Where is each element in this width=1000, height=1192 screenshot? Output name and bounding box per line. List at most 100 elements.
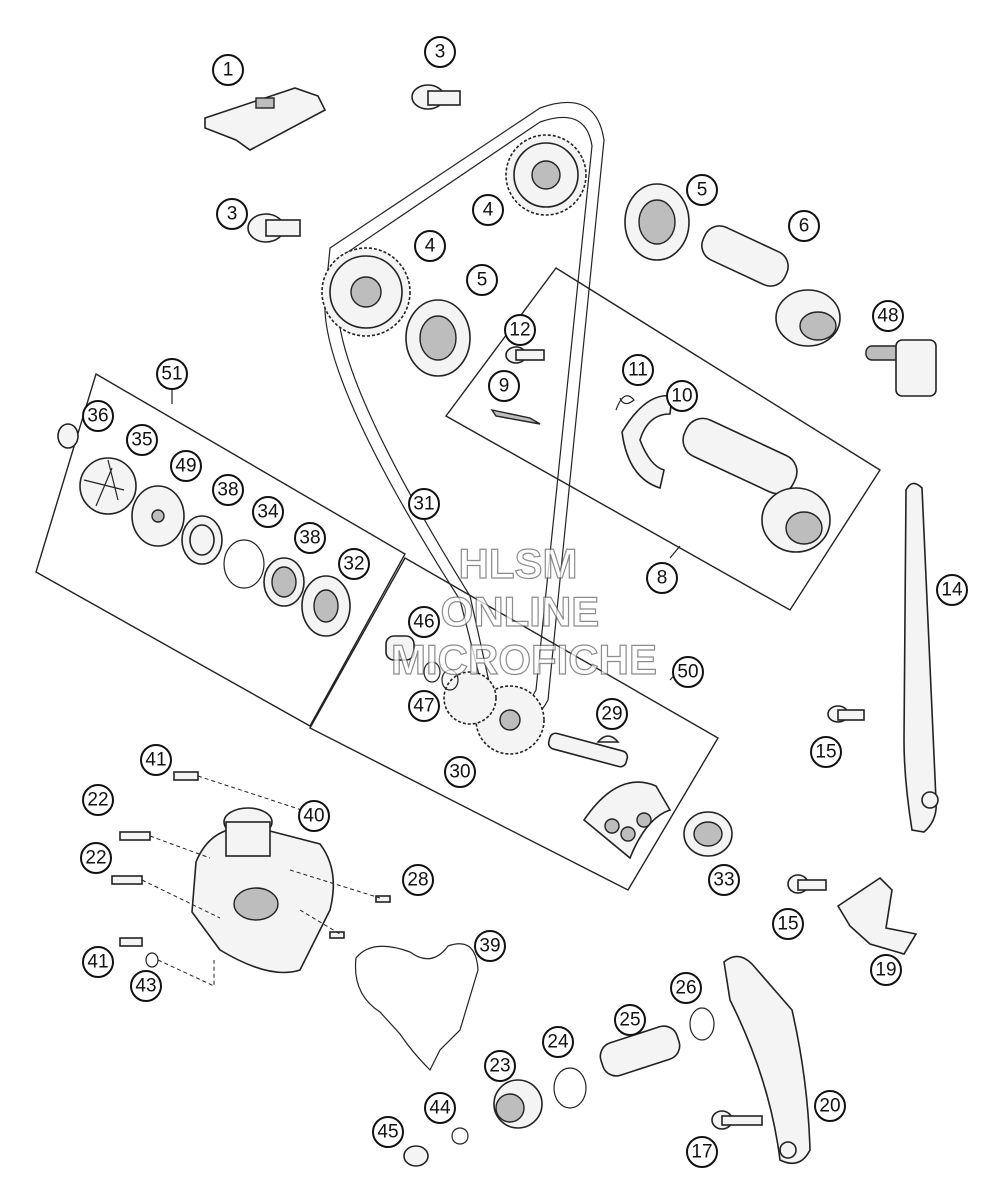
svg-text:8: 8 <box>657 568 668 589</box>
svg-text:9: 9 <box>499 376 510 397</box>
chain-guide-14 <box>903 482 939 833</box>
o-ring-44 <box>451 1127 469 1145</box>
svg-text:4: 4 <box>483 200 494 221</box>
crankshaft-sprocket <box>443 671 545 755</box>
svg-text:14: 14 <box>941 580 963 601</box>
bolt-22-lower <box>111 875 143 885</box>
svg-text:48: 48 <box>877 306 898 327</box>
callout-30: 30 <box>444 756 476 788</box>
callout-3-lower: 3 <box>216 198 248 230</box>
svg-text:33: 33 <box>713 870 734 891</box>
callout-8: 8 <box>646 562 678 594</box>
svg-text:29: 29 <box>601 704 622 725</box>
callout-4-upper: 4 <box>472 194 504 226</box>
bearing-32 <box>301 575 351 637</box>
camshaft-sprocket-upper <box>505 134 587 216</box>
svg-text:41: 41 <box>145 750 166 771</box>
bearing-5-lower <box>405 299 471 377</box>
seal-38-right <box>263 557 305 607</box>
o-ring-47 <box>423 661 459 691</box>
balancer-shaft <box>547 732 672 860</box>
watermark-line2: ONLINE <box>441 588 600 635</box>
callout-33: 33 <box>708 864 740 896</box>
callout-23: 23 <box>484 1050 516 1082</box>
svg-text:24: 24 <box>547 1032 569 1053</box>
callout-38-right: 38 <box>294 522 326 554</box>
pin-28 <box>329 895 391 939</box>
callout-12: 12 <box>504 314 536 346</box>
callout-38-left: 38 <box>212 474 244 506</box>
camshaft-exhaust <box>701 225 841 347</box>
svg-text:26: 26 <box>675 978 696 999</box>
callout-5-upper: 5 <box>686 174 718 206</box>
o-ring-26 <box>689 1007 715 1041</box>
callout-11: 11 <box>622 354 654 386</box>
callout-47: 47 <box>408 690 440 722</box>
callout-39: 39 <box>474 930 506 962</box>
bearing-5-upper <box>624 183 690 261</box>
callout-25: 25 <box>614 1004 646 1036</box>
watermark-line3: MICROFICHE <box>391 636 657 683</box>
group-box-8 <box>444 267 881 611</box>
svg-text:10: 10 <box>671 386 692 407</box>
callout-45: 45 <box>372 1116 404 1148</box>
svg-text:32: 32 <box>343 554 364 575</box>
svg-text:49: 49 <box>175 456 196 477</box>
callout-15-lower: 15 <box>772 908 804 940</box>
svg-text:20: 20 <box>819 1096 840 1117</box>
svg-text:44: 44 <box>429 1098 451 1119</box>
svg-text:17: 17 <box>691 1142 712 1163</box>
group-box-50 <box>309 557 719 891</box>
callout-1: 1 <box>212 54 244 86</box>
callout-15-upper: 15 <box>810 736 842 768</box>
watermark-line1: HLSM <box>459 540 578 587</box>
sleeve-46 <box>385 635 415 661</box>
callout-48: 48 <box>872 300 904 332</box>
callout-32: 32 <box>338 548 370 580</box>
decompression-lever <box>490 408 541 425</box>
woodruff-key-29 <box>596 735 620 743</box>
callout-5-lower: 5 <box>466 264 498 296</box>
bolt-12 <box>505 346 545 364</box>
callout-17: 17 <box>686 1136 718 1168</box>
svg-text:11: 11 <box>628 360 648 381</box>
svg-text:3: 3 <box>227 204 238 225</box>
circlip-34 <box>223 539 265 589</box>
svg-text:45: 45 <box>377 1122 398 1143</box>
callout-4-lower: 4 <box>414 230 446 262</box>
svg-text:22: 22 <box>87 790 108 811</box>
svg-text:41: 41 <box>87 952 108 973</box>
seal-38-left <box>181 515 223 565</box>
bolt-41-lower <box>119 937 143 947</box>
watermark: HLSM ONLINE MICROFICHE <box>390 539 657 683</box>
camshaft-sprocket-lower <box>321 247 411 337</box>
water-pump-cover-40 <box>191 807 335 974</box>
needle-bearing-33 <box>683 811 733 857</box>
bolt-17 <box>711 1110 763 1130</box>
svg-text:15: 15 <box>815 742 836 763</box>
callout-46: 46 <box>408 606 440 638</box>
svg-text:19: 19 <box>875 960 896 981</box>
tensioner-plug-23 <box>493 1079 543 1129</box>
callout-34: 34 <box>252 496 284 528</box>
callout-49: 49 <box>170 450 202 482</box>
callout-44: 44 <box>424 1092 456 1124</box>
callout-29: 29 <box>596 698 628 730</box>
callout-6: 6 <box>788 210 820 242</box>
callout-50: 50 <box>672 656 704 688</box>
tensioner-rail-20 <box>723 955 811 1165</box>
bolt-3-upper <box>411 84 461 110</box>
bolt-15-lower <box>787 874 827 894</box>
bolt-22-upper <box>119 831 151 841</box>
svg-text:6: 6 <box>799 216 810 237</box>
washer-43 <box>145 952 159 968</box>
callout-22-upper: 22 <box>82 784 114 816</box>
svg-text:35: 35 <box>131 430 152 451</box>
svg-text:5: 5 <box>697 180 708 201</box>
group-box-51 <box>35 372 406 727</box>
svg-text:1: 1 <box>223 60 234 81</box>
svg-text:34: 34 <box>257 502 279 523</box>
callout-9: 9 <box>488 370 520 402</box>
callout-22-lower: 22 <box>80 842 112 874</box>
callout-31: 31 <box>408 488 440 520</box>
